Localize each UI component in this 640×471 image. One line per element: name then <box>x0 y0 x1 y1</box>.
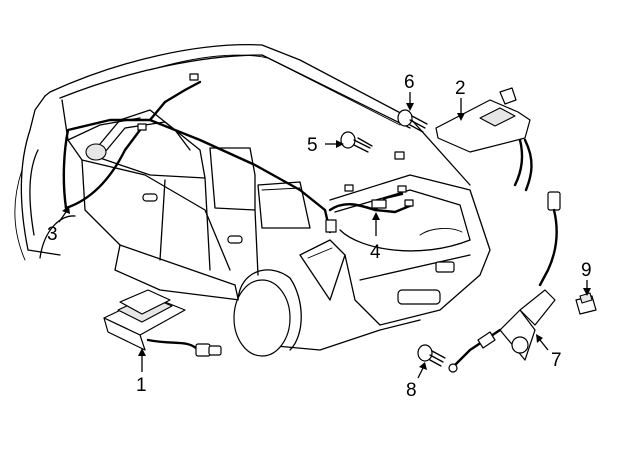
part-8-bolt <box>417 344 446 367</box>
callout-labels: 1 2 3 4 5 6 7 8 9 <box>47 72 592 401</box>
callout-arrows <box>58 92 591 379</box>
vehicle-outline <box>14 44 491 357</box>
callout-5: 5 <box>307 135 318 156</box>
callout-2: 2 <box>455 78 466 99</box>
callout-4: 4 <box>370 242 381 263</box>
part-5-bolt <box>340 131 373 153</box>
part-2-antenna-amplifier <box>435 87 533 192</box>
callout-3: 3 <box>47 224 58 245</box>
callout-8: 8 <box>406 380 417 401</box>
part-6-bolt <box>397 109 428 133</box>
wire-harness <box>62 73 414 234</box>
callout-6: 6 <box>404 72 415 93</box>
part-1-module <box>103 289 222 357</box>
part-9-clip <box>575 292 597 315</box>
callout-9: 9 <box>581 260 592 281</box>
callout-7: 7 <box>551 350 562 371</box>
callout-1: 1 <box>136 375 147 396</box>
part-7-antenna-cable <box>448 191 561 373</box>
